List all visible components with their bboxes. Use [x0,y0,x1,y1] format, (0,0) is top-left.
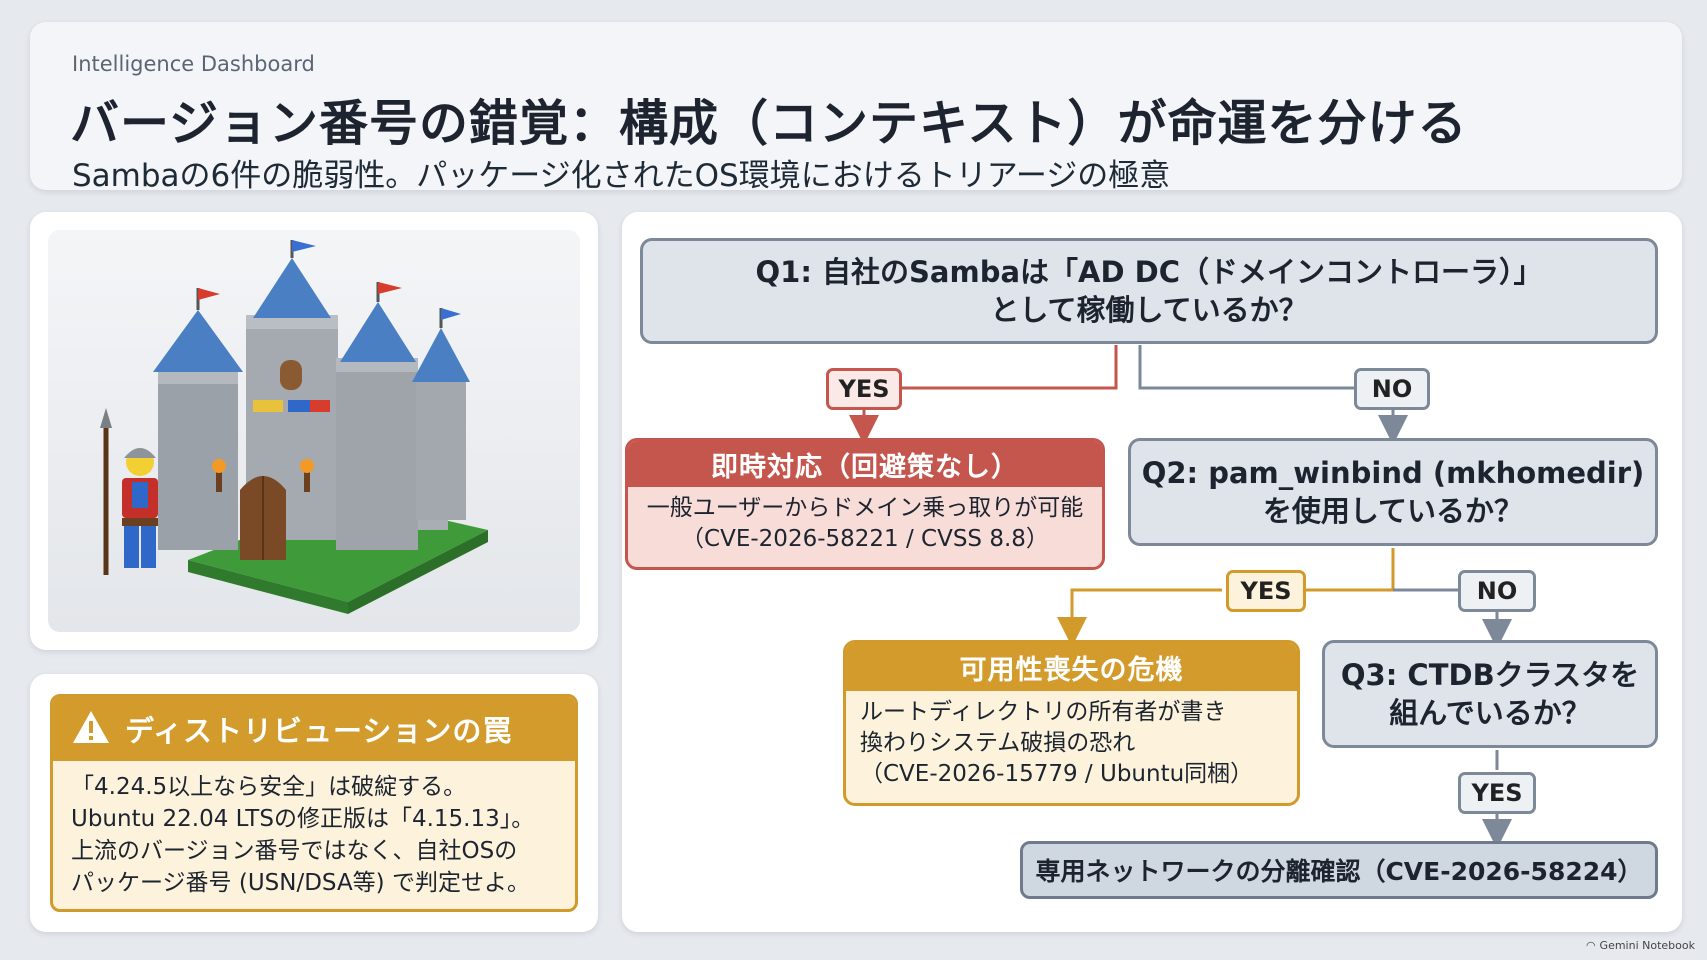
warning-line: 上流のバージョン番号ではなく、自社OSの [71,838,518,864]
warning-line: パッケージ番号 (USN/DSA等) で判定せよ。 [71,870,530,896]
notebook-logo-icon: ◠ [1585,939,1596,952]
q3-yes-label: YES [1458,772,1536,814]
q2-line2: を使用しているか？ [1262,494,1524,528]
warning-title: ディストリビューションの罠 [125,714,513,748]
availability-loss-title: 可用性喪失の危機 [846,643,1297,691]
q2-line1: Q2: pam_winbind (mkhomedir) [1141,456,1645,490]
warning-line: Ubuntu 22.04 LTSの修正版は「4.15.13」。 [71,806,535,832]
castle-illustration [48,230,580,632]
warning-line: 「4.24.5以上なら安全」は破綻する。 [71,774,467,800]
warning-header: ディストリビューションの罠 [53,697,575,761]
q1-yes-label: YES [826,368,902,410]
q2-yes-label: YES [1226,570,1306,612]
availability-loss-line: ルートディレクトリの所有者が書き [860,699,1227,725]
header-card: Intelligence Dashboard バージョン番号の錯覚：構成（コンテ… [30,22,1682,194]
immediate-action-outcome: 即時対応（回避策なし） 一般ユーザーからドメイン乗っ取りが可能 （CVE-202… [625,438,1105,570]
availability-loss-line: （CVE-2026-15779 / Ubuntu同梱） [860,761,1254,787]
page-title: バージョン番号の錯覚：構成（コンテキスト）が命運を分ける [70,95,1468,152]
immediate-action-title: 即時対応（回避策なし） [628,441,1102,487]
watermark: ◠ Gemini Notebook [1586,939,1695,952]
immediate-action-line: （CVE-2026-58221 / CVSS 8.8） [681,526,1049,552]
header-kicker: Intelligence Dashboard [72,52,315,76]
availability-loss-body: ルートディレクトリの所有者が書き 換わりシステム破損の恐れ （CVE-2026-… [846,691,1297,790]
q2-no-label: NO [1458,570,1536,612]
q1-line2: として稼働しているか？ [990,293,1308,327]
q3-line2: 組んでいるか？ [1389,696,1591,730]
question-q3: Q3: CTDBクラスタを 組んでいるか？ [1322,640,1658,748]
distribution-trap-box: ディストリビューションの罠 「4.24.5以上なら安全」は破綻する。 Ubunt… [50,694,578,912]
warning-body: 「4.24.5以上なら安全」は破綻する。 Ubuntu 22.04 LTSの修正… [53,761,575,899]
availability-loss-line: 換わりシステム破損の恐れ [860,730,1136,756]
page-subtitle: Sambaの6件の脆弱性。パッケージ化されたOS環境におけるトリアージの極意 [72,158,1171,194]
question-q1: Q1: 自社のSambaは「AD DC（ドメインコントローラ）」 として稼働して… [640,238,1658,344]
availability-loss-outcome: 可用性喪失の危機 ルートディレクトリの所有者が書き 換わりシステム破損の恐れ （… [843,640,1300,806]
q3-line1: Q3: CTDBクラスタを [1340,658,1640,692]
question-q2: Q2: pam_winbind (mkhomedir) を使用しているか？ [1128,438,1658,546]
immediate-action-line: 一般ユーザーからドメイン乗っ取りが可能 [646,495,1084,521]
castle-svg [48,230,580,632]
q1-line1: Q1: 自社のSambaは「AD DC（ドメインコントローラ）」 [755,255,1543,289]
watermark-text: Gemini Notebook [1599,939,1695,952]
warning-triangle-icon [71,709,111,749]
image-card [30,212,598,650]
network-isolation-check: 専用ネットワークの分離確認（CVE-2026-58224） [1020,841,1658,899]
immediate-action-body: 一般ユーザーからドメイン乗っ取りが可能 （CVE-2026-58221 / CV… [628,487,1102,555]
warning-card: ディストリビューションの罠 「4.24.5以上なら安全」は破綻する。 Ubunt… [30,674,598,932]
q1-no-label: NO [1354,368,1430,410]
